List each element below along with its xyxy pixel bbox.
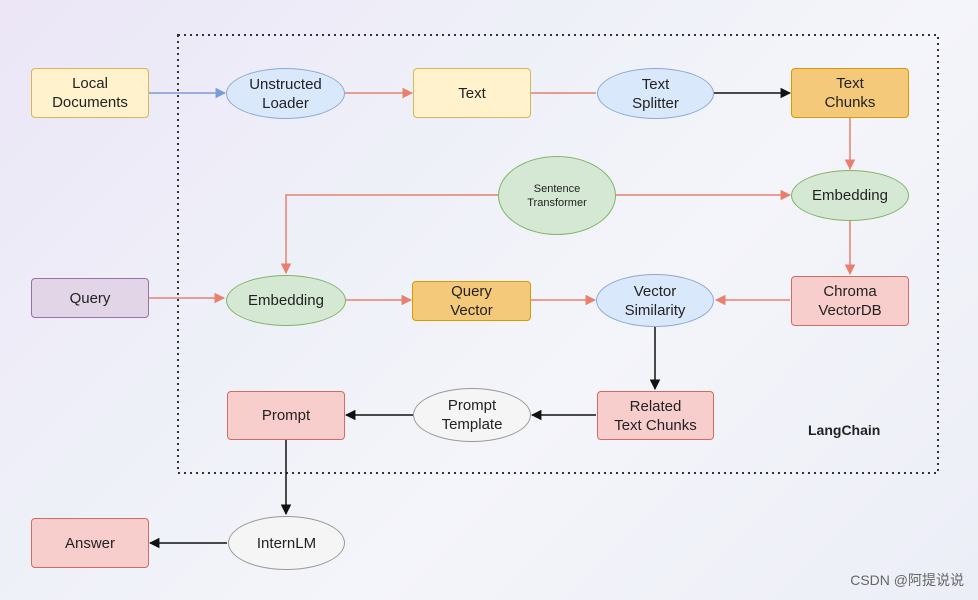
node-text: Text [413, 68, 531, 118]
node-sentence-transformer: Sentence Transformer [498, 156, 616, 235]
langchain-label: LangChain [808, 422, 881, 438]
node-prompt: Prompt [227, 391, 345, 440]
node-related-text-chunks: Related Text Chunks [597, 391, 714, 440]
langchain-container [177, 34, 939, 474]
node-embedding-left: Embedding [226, 275, 346, 326]
node-prompt-template: Prompt Template [413, 388, 531, 442]
node-text-splitter: Text Splitter [597, 68, 714, 119]
node-vector-similarity: Vector Similarity [596, 274, 714, 327]
node-internlm: InternLM [228, 516, 345, 570]
node-local-documents: Local Documents [31, 68, 149, 118]
node-query-vector: Query Vector [412, 281, 531, 321]
node-query: Query [31, 278, 149, 318]
node-embedding-right: Embedding [791, 170, 909, 221]
node-text-chunks: Text Chunks [791, 68, 909, 118]
node-chroma-vectordb: Chroma VectorDB [791, 276, 909, 326]
node-answer: Answer [31, 518, 149, 568]
node-unstructured-loader: Unstructed Loader [226, 68, 345, 119]
watermark: CSDN @阿提说说 [850, 572, 964, 588]
edge-transformer-to-embedding-left [280, 194, 498, 275]
